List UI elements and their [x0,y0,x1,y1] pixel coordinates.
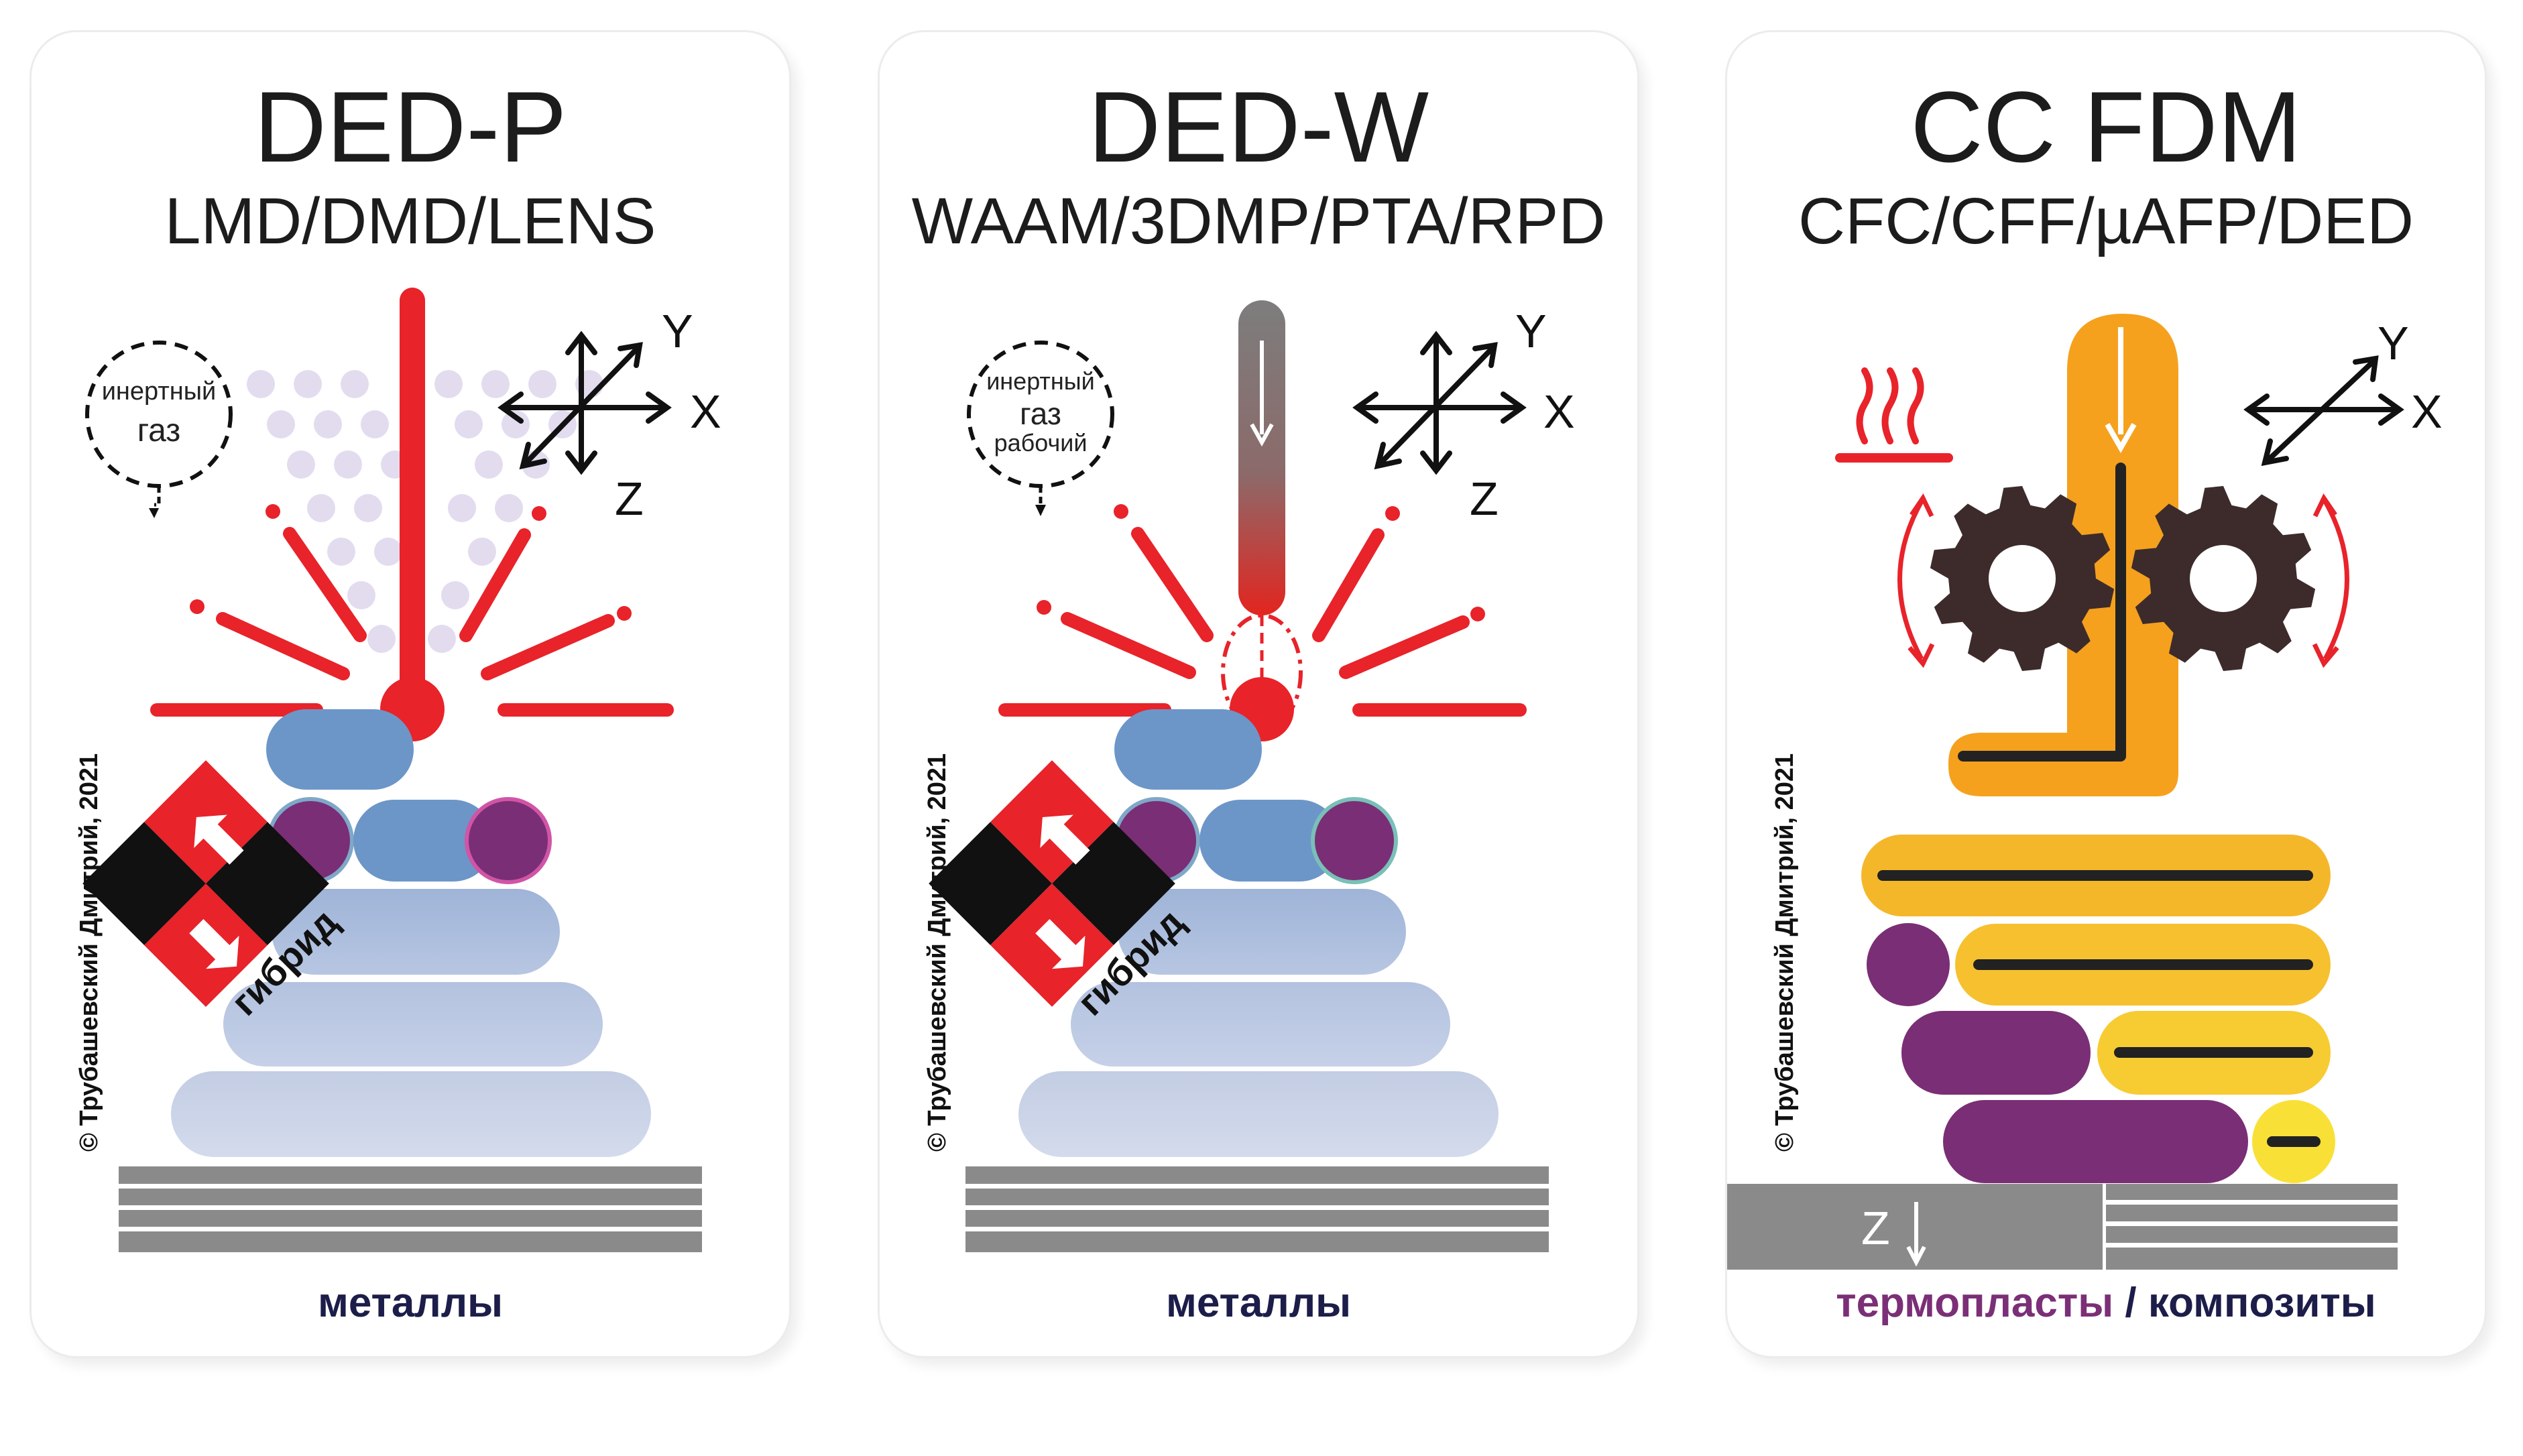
powder-particle [428,625,456,653]
copyright-note: © Трубашевский Дмитрий, 2021 [1771,753,1799,1152]
powder-particle [481,370,510,398]
dashed-gas-circle-icon: инертный газ [85,341,233,518]
gas-label-line2: газ [1020,396,1061,431]
powder-particle [361,410,389,438]
gas-label-line3: рабочий [994,429,1088,457]
xyz-axes-icon: Y X Z [497,305,721,525]
powder-particle [434,370,463,398]
gear-icon [1930,486,2115,671]
xyz-axes-icon: Y X Z [1352,305,1575,525]
composite-layer-stack [1861,835,2335,1183]
copyright-note: © Трубашевский Дмитрий, 2021 [923,753,951,1152]
gear-hub [2190,545,2257,612]
powder-particle [307,494,335,522]
powder-particle [294,370,322,398]
panel-subtitle: CFC/CFF/µAFP/DED [1798,184,2414,257]
material-label-thermoplastics: термопласты [1836,1280,2114,1326]
gear-icon [2131,486,2316,671]
panel-title: CC FDM [1910,70,2302,183]
axis-z-label: Z [615,473,644,525]
axis-y-label: Y [1515,305,1547,357]
z-down-arrow-icon: Z [1861,1202,1926,1267]
spatter-sparks [150,504,674,717]
heat-icon [1835,367,1953,463]
material-label-composites: / композиты [2113,1280,2376,1326]
material-label: металлы [317,1280,504,1326]
powder-particle [475,450,503,479]
axis-z-label: Z [1470,473,1499,525]
axis-z-label: Z [1861,1202,1890,1254]
deposited-bead-stack [1018,709,1499,1157]
powder-particle [528,370,556,398]
powder-particle [314,410,342,438]
spatter-sparks [998,504,1527,717]
rotation-arrow-icon [2312,493,2349,668]
cc-fdm-illustration: Y X [1727,314,2443,1270]
gear-hub [1989,545,2056,612]
powder-particle [267,410,295,438]
rotation-arrow-icon [1897,493,1935,668]
axis-x-label: X [2411,385,2443,438]
gas-label-line2: газ [137,413,181,448]
substrate-plate [119,1166,702,1252]
powder-particle [502,410,530,438]
powder-particle [347,581,375,609]
powder-particle [448,494,476,522]
powder-particle [367,625,396,653]
powder-particle [374,538,402,566]
panel-ded-w: DED-W WAAM/3DMP/PTA/RPD [878,30,1639,1358]
powder-particle [287,450,315,479]
powder-particle [354,494,382,522]
powder-particle [455,410,483,438]
axis-y-label: Y [2378,317,2409,369]
axis-x-label: X [1543,385,1575,438]
panel-subtitle: WAAM/3DMP/PTA/RPD [911,184,1606,257]
panel-title: DED-P [253,70,567,183]
axis-y-label: Y [662,305,693,357]
panel-subtitle: LMD/DMD/LENS [164,184,656,257]
powder-particle [468,538,496,566]
powder-particle [327,538,355,566]
powder-particle [334,450,362,479]
panel-cc-fdm: CC FDM CFC/CFF/µAFP/DED [1725,30,2487,1358]
powder-particle [441,581,469,609]
ded-w-illustration: инертный газ рабочий Y X Z [929,300,1575,1252]
build-plate: Z [1727,1184,2398,1270]
powder-particle [495,494,523,522]
material-label: металлы [1165,1280,1352,1326]
panel-ded-p: DED-P LMD/DMD/LENS [30,30,791,1358]
powder-particle [247,370,275,398]
material-label: термопласты / композиты [1727,1282,2485,1324]
laser-beam [380,288,445,741]
ded-p-illustration: инертный газ Y X Z [82,288,721,1252]
wire-feed [1221,300,1303,741]
dashed-gas-circle-icon: инертный газ рабочий [967,341,1114,516]
copyright-note: © Трубашевский Дмитрий, 2021 [75,753,103,1152]
extrusion-nozzle [1948,314,2178,796]
gas-label-line1: инертный [102,377,217,406]
powder-particle [341,370,369,398]
gas-label-line1: инертный [986,367,1095,395]
axis-x-label: X [690,385,721,438]
powder-cloud [247,370,603,653]
xyz-axes-icon: Y X [2243,317,2443,467]
panel-title: DED-W [1088,70,1429,183]
substrate-plate [965,1166,1549,1252]
